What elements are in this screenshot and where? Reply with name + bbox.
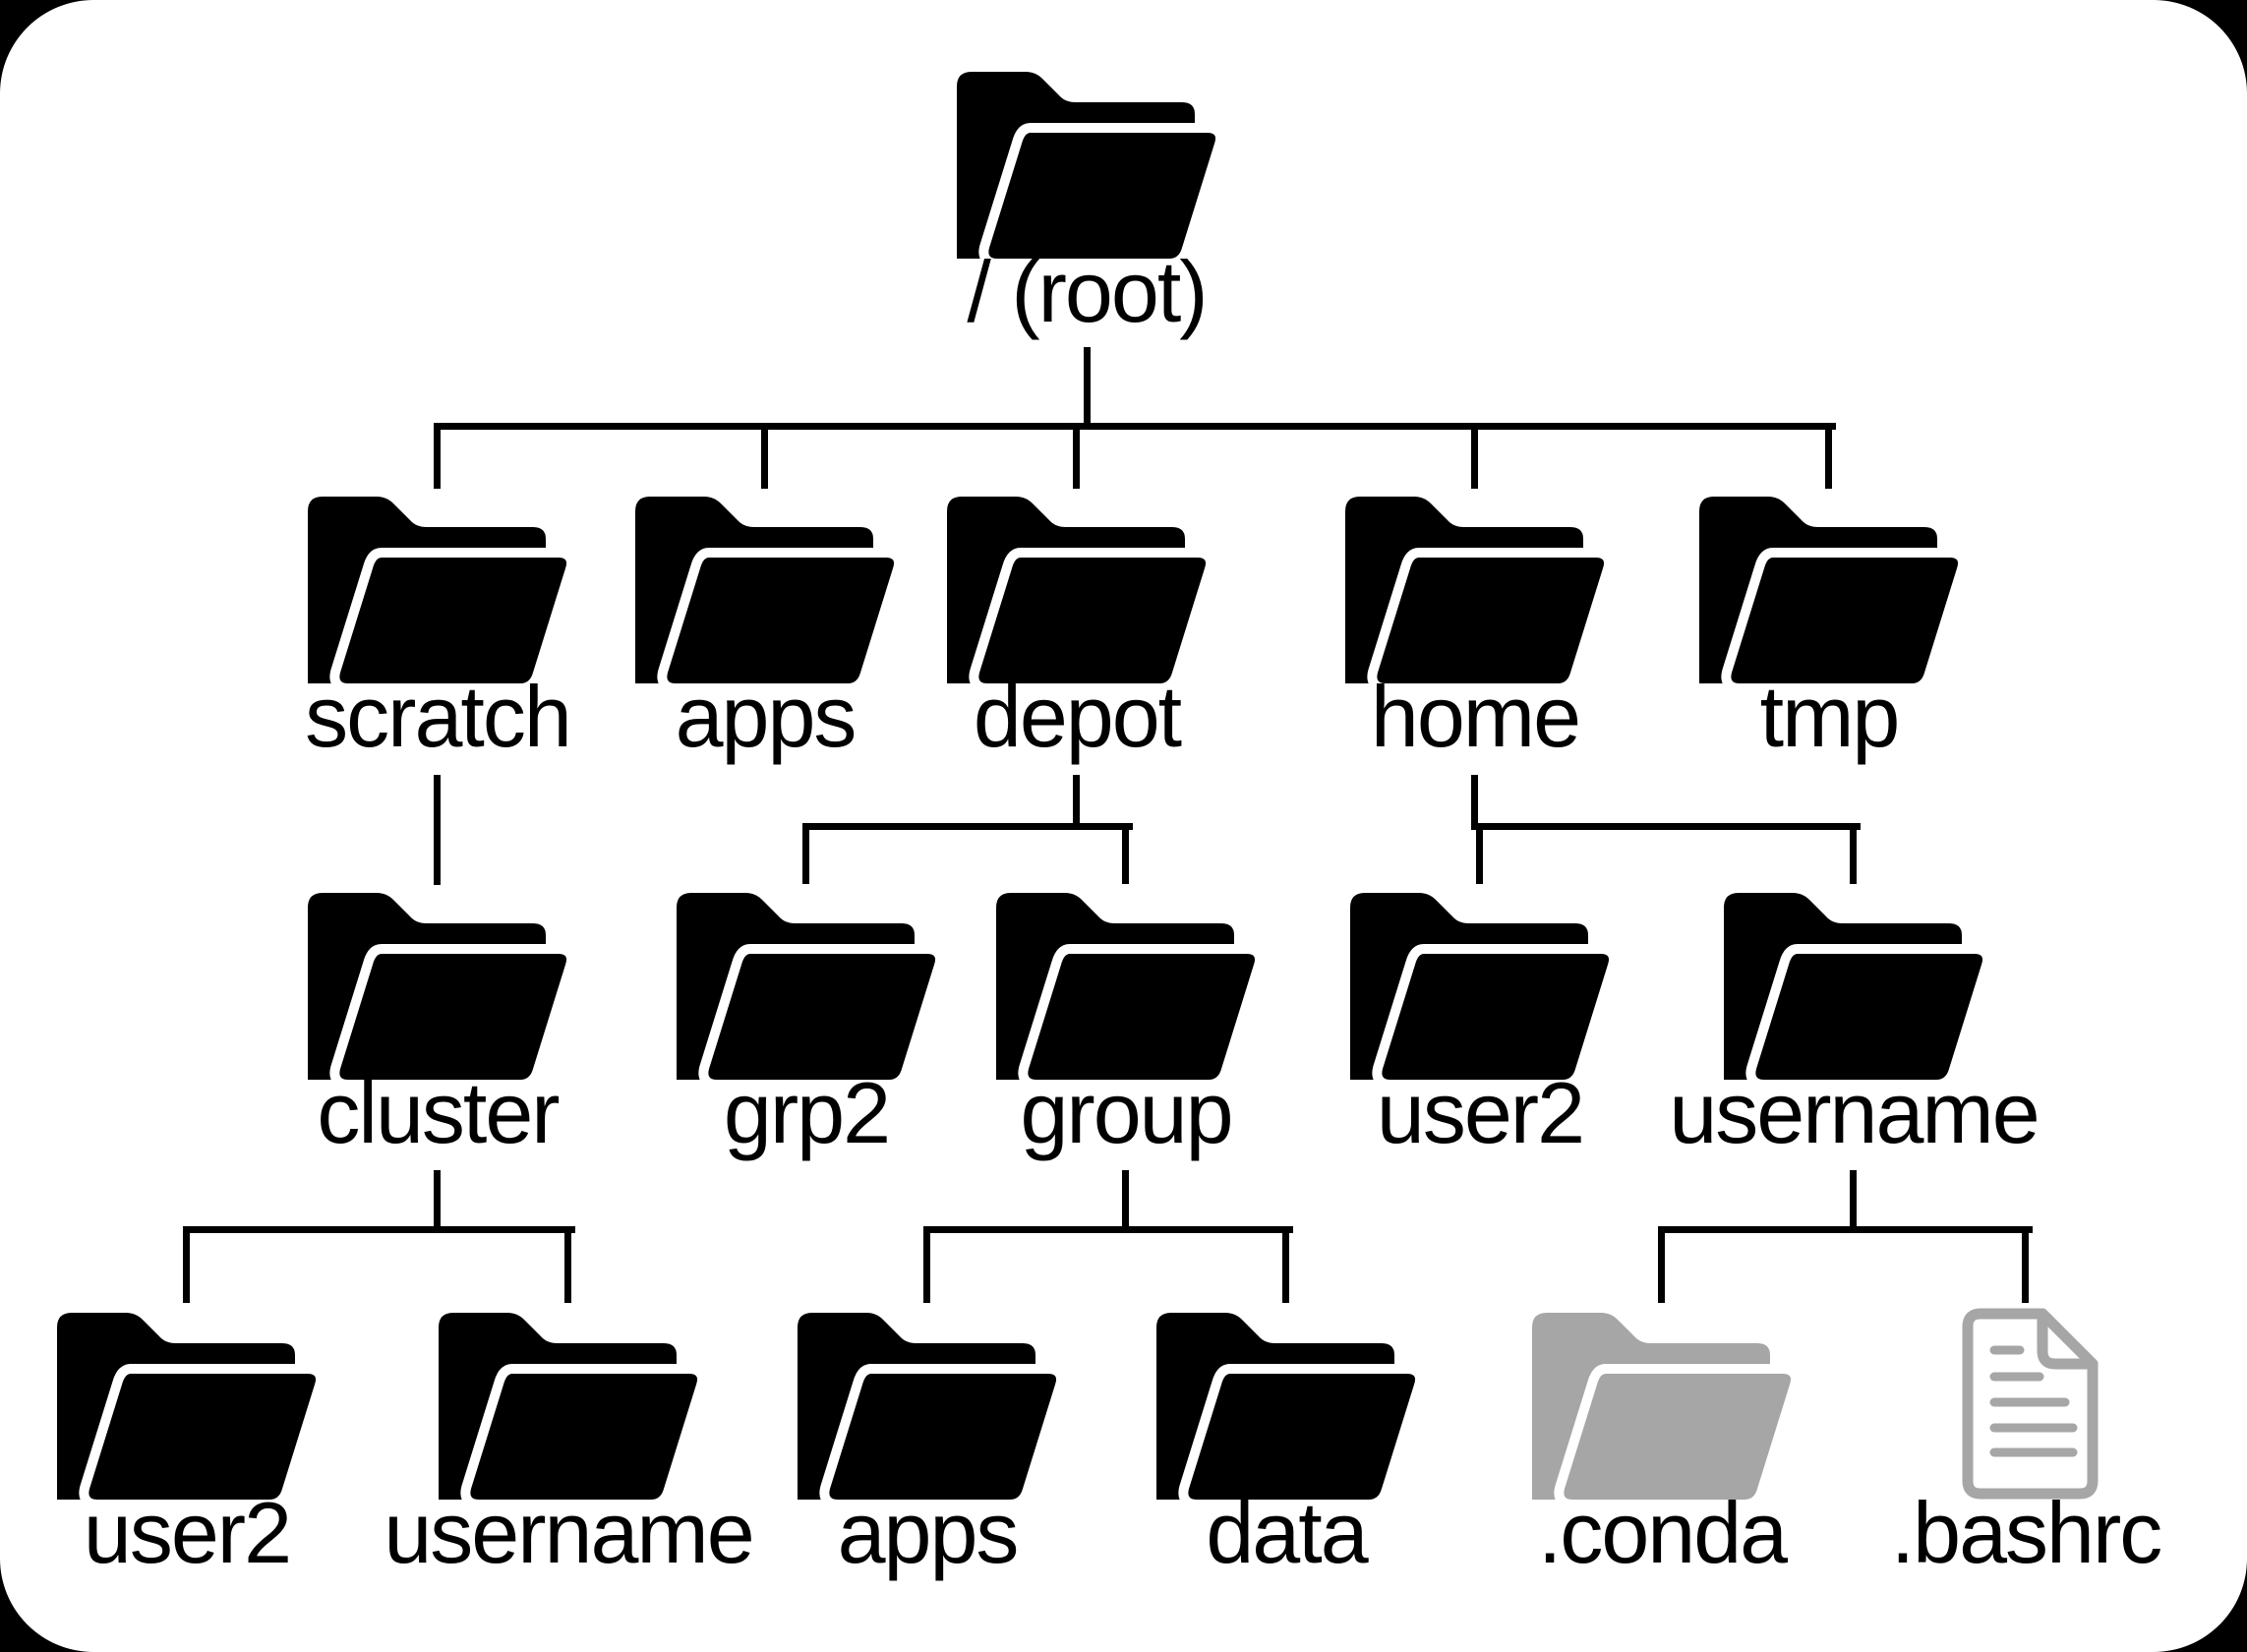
tree-connector	[1073, 423, 1080, 489]
node-label: .bashrc	[1890, 1484, 2163, 1581]
tree-node-home-username: username	[1559, 888, 2149, 1162]
node-label: user2	[1376, 1064, 1585, 1161]
tree-node-tmp: tmp	[1534, 492, 2124, 766]
tree-node-scratch: scratch	[143, 492, 733, 766]
tree-connector	[1282, 1226, 1289, 1303]
tree-node-apps: apps	[470, 492, 1060, 766]
node-label: apps	[837, 1484, 1020, 1581]
tree-connector	[2022, 1226, 2029, 1303]
tree-connector	[434, 1170, 441, 1233]
node-label: username	[384, 1484, 754, 1581]
folder-icon	[947, 492, 1208, 683]
node-label: apps	[675, 668, 857, 765]
node-label: scratch	[305, 668, 572, 765]
tree-node-group-apps: apps	[632, 1308, 1222, 1582]
tree-connector	[923, 1226, 930, 1303]
folder-icon	[1699, 492, 1960, 683]
tree-connector	[1073, 775, 1080, 830]
tree-connector	[1850, 1170, 1857, 1233]
tree-connector	[434, 423, 1836, 430]
tree-node-cluster-user2: user2	[0, 1308, 482, 1582]
tree-node-grp2: grp2	[511, 888, 1101, 1162]
tree-connector	[183, 1226, 575, 1233]
tree-connector	[923, 1226, 1293, 1233]
tree-connector	[183, 1226, 190, 1303]
tree-node-group-data: data	[991, 1308, 1581, 1582]
tree-node-group: group	[831, 888, 1421, 1162]
node-label: / (root)	[967, 243, 1208, 340]
node-label: grp2	[723, 1064, 891, 1161]
tree-connector	[1850, 823, 1857, 884]
node-label: .conda	[1537, 1484, 1788, 1581]
node-label: cluster	[317, 1064, 560, 1161]
tree-connector	[1825, 423, 1832, 489]
node-label: user2	[83, 1484, 292, 1581]
tree-node-home-user2: user2	[1185, 888, 1775, 1162]
tree-node-cluster: cluster	[143, 888, 733, 1162]
tree-connector	[802, 823, 809, 884]
tree-connector	[434, 775, 441, 885]
node-label: depot	[973, 668, 1182, 765]
node-label: tmp	[1759, 668, 1901, 765]
tree-connector	[1658, 1226, 2033, 1233]
node-label: data	[1206, 1484, 1368, 1581]
folder-icon	[1724, 888, 1984, 1080]
tree-connector	[1658, 1226, 1665, 1303]
tree-node-home: home	[1180, 492, 1770, 766]
folder-icon	[957, 67, 1217, 259]
tree-connector	[802, 823, 1133, 830]
tree-connector	[1471, 423, 1478, 489]
tree-node-root: / (root)	[792, 67, 1382, 341]
tree-node-depot: depot	[782, 492, 1372, 766]
tree-connector	[1122, 823, 1129, 884]
tree-connector	[564, 1226, 571, 1303]
file-icon-dimmed	[1947, 1308, 2104, 1500]
tree-node-bashrc: .bashrc	[1731, 1308, 2247, 1582]
tree-connector	[1476, 823, 1483, 884]
tree-connector	[761, 423, 768, 489]
tree-node-cluster-username: username	[273, 1308, 863, 1582]
tree-connector	[1122, 1170, 1129, 1233]
node-label: username	[1669, 1064, 2040, 1161]
tree-connector	[434, 423, 441, 489]
tree-connector	[1476, 823, 1861, 830]
node-label: group	[1020, 1064, 1233, 1161]
tree-connector	[1084, 347, 1091, 426]
tree-connector	[1471, 775, 1478, 830]
tree-node-conda: .conda	[1367, 1308, 1957, 1582]
node-label: home	[1370, 668, 1581, 765]
